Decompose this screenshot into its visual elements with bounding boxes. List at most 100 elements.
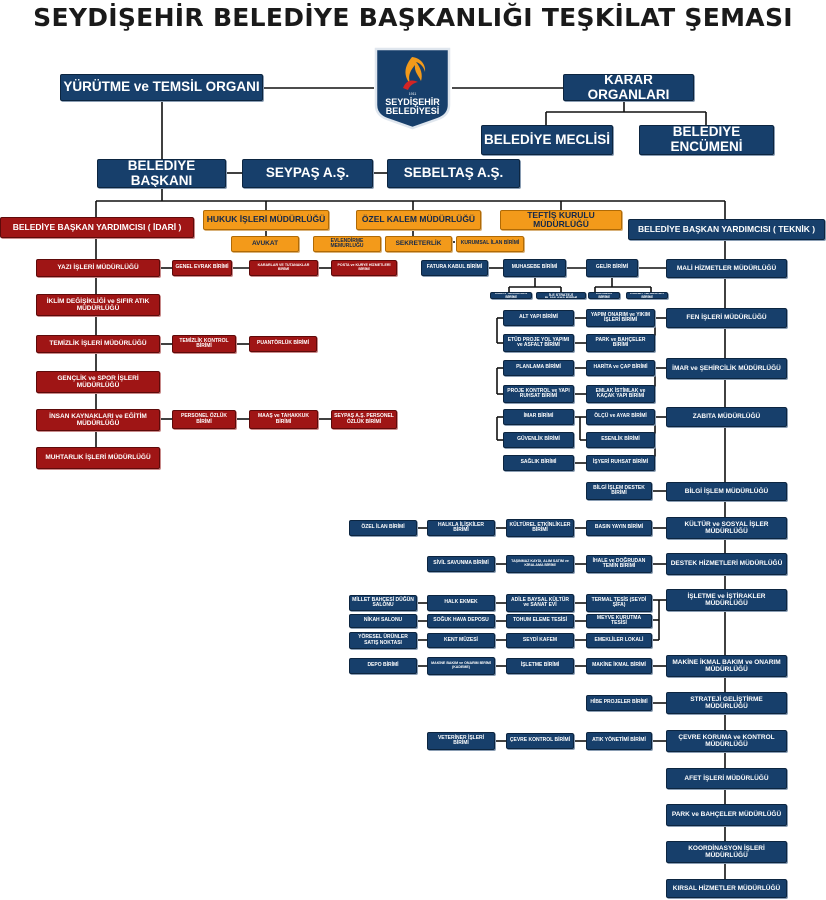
teftis-box: TEFTİŞ KURULU MÜDÜRLÜĞÜ: [500, 210, 622, 230]
strateji-box: STRATEJİ GELİŞTİRME MÜDÜRLÜĞÜ: [666, 692, 787, 714]
soguk-box: SOĞUK HAVA DEPOSU: [427, 614, 495, 628]
millet-box: MİLLET BAHÇESİ DÜĞÜN SALONU: [349, 595, 417, 611]
meyve-box: MEYVE KURUTMA TESİSİ: [586, 614, 652, 628]
genclik-box: GENÇLİK ve SPOR İŞLERİ MÜDÜRLÜĞÜ: [36, 371, 160, 393]
emlak-tahakkuk-box: EMLAK TAHAKKUK BİRİMİ: [626, 292, 668, 299]
tasinmaz-box: TAŞINMAZ KAYDI, ALIM SATIM ve KİRALAMA B…: [506, 555, 574, 573]
hibe-box: HİBE PROJELER BİRİMİ: [586, 695, 652, 711]
logo-year: 1911: [409, 92, 417, 96]
kurumsal-box: KURUMSAL İLAN BİRİMİ: [456, 236, 524, 252]
destek-box: DESTEK HİZMETLERİ MÜDÜRLÜĞÜ: [666, 553, 787, 575]
sivil-box: SİVİL SAVUNMA BİRİMİ: [427, 556, 495, 572]
makine-bakim-box: MAKİNE BAKIM ve ONARIM BİRİMİ (KADEME): [427, 657, 495, 675]
avukat-box: AVUKAT: [231, 236, 299, 252]
cevre-box: ÇEVRE KORUMA ve KONTROL MÜDÜRLÜĞÜ: [666, 730, 787, 752]
imar-box: İMAR ve ŞEHİRCİLİK MÜDÜRLÜĞÜ: [666, 358, 787, 379]
isyeri-box: İŞYERİ RUHSAT BİRİMİ: [586, 455, 655, 471]
koordinasyon-box: KOORDİNASYON İŞLERİ MÜDÜRLÜĞÜ: [666, 841, 787, 863]
sebeltas-box: SEBELTAŞ A.Ş.: [387, 159, 520, 188]
cevre-kontrol-box: ÇEVRE KONTROL BİRİMİ: [506, 733, 574, 749]
afet-box: AFET İŞLERİ MÜDÜRLÜĞÜ: [666, 768, 787, 789]
logo-line-1: SEYDİŞEHİR: [385, 97, 440, 107]
kirsal-box: KIRSAL HİZMETLER MÜDÜRLÜĞÜ: [666, 879, 787, 898]
sekreterlik-box: SEKRETERLİK: [385, 236, 452, 252]
ozel-ilan-box: ÖZEL İLAN BİRİMİ: [349, 520, 417, 536]
altyapi-box: ALT YAPI BİRİMİ: [503, 310, 574, 326]
logo-line-2: BELEDİYESİ: [385, 106, 440, 117]
puantorluk-box: PUANTÖRLÜK BİRİMİ: [249, 336, 317, 352]
baskan-box: BELEDİYE BAŞKANI: [97, 159, 226, 188]
isletme-box: İŞLETME ve İŞTİRAKLER MÜDÜRLÜĞÜ: [666, 589, 787, 611]
atik-box: ATIK YÖNETİMİ BİRİMİ: [586, 732, 652, 750]
gider-box: GİDER TAHAKKUK BİRİMİ: [490, 292, 532, 299]
halkla-box: HALKLA İLİŞKİLER BİRİMİ: [427, 520, 495, 536]
kultur-box: KÜLTÜR ve SOSYAL İŞLER MÜDÜRLÜĞÜ: [666, 517, 787, 539]
evlendirme-box: EVLENDİRME MEMURLUĞU: [313, 236, 381, 252]
maas-box: MAAŞ ve TAHAKKUK BİRİMİ: [249, 410, 318, 429]
ozelkalem-box: ÖZEL KALEM MÜDÜRLÜĞÜ: [356, 210, 481, 230]
bilgi-destek-box: BİLGİ İŞLEM DESTEK BİRİMİ: [586, 482, 652, 500]
makine-box: MAKİNE İKMAL BAKIM ve ONARIM MÜDÜRLÜĞÜ: [666, 655, 787, 677]
isletme-birimi-box: İŞLETME BİRİMİ: [506, 658, 574, 674]
yapim-box: YAPIM ONARIM ve YIKIM İŞLERİ BİRİMİ: [586, 309, 655, 327]
yazi-box: YAZI İŞLERİ MÜDÜRLÜĞÜ: [36, 259, 160, 277]
guvenlik-box: GÜVENLİK BİRİMİ: [503, 432, 574, 448]
hukuk-box: HUKUK İŞLERİ MÜDÜRLÜĞÜ: [203, 210, 329, 230]
kulturel-box: KÜLTÜREL ETKİNLİKLER BİRİMİ: [506, 519, 574, 537]
iklim-box: İKLİM DEĞİŞİKLİĞİ ve SIFIR ATIK MÜDÜRLÜĞ…: [36, 294, 160, 316]
muhtarlik-box: MUHTARLIK İŞLERİ MÜDÜRLÜĞÜ: [36, 447, 160, 469]
idari-head: BELEDİYE BAŞKAN YARDIMCISI ( İDARİ ): [0, 217, 194, 238]
planlama-box: PLANLAMA BİRİMİ: [503, 360, 574, 376]
saglik-box: SAĞLIK BİRİMİ: [503, 455, 574, 471]
adile-box: ADİLE BAYSAL KÜLTÜR ve SANAT EVİ: [506, 594, 574, 612]
insan-box: İNSAN KAYNAKLARI ve EĞİTİM MÜDÜRLÜĞÜ: [36, 409, 160, 431]
fen-box: FEN İŞLERİ MÜDÜRLÜĞÜ: [666, 308, 787, 328]
olcu-box: ÖLÇÜ ve AYAR BİRİMİ: [586, 409, 655, 425]
butce-box: BÜTÇE ve KESİN HESAP İLE STRATEJİ PLANLA…: [536, 292, 586, 299]
halk-ekmek-box: HALK EKMEK: [427, 595, 495, 611]
temizlik-kontrol-box: TEMİZLİK KONTROL BİRİMİ: [172, 335, 236, 353]
nikah-box: NİKAH SALONU: [349, 614, 417, 628]
basin-box: BASIN YAYIN BİRİMİ: [586, 520, 652, 536]
meclis-box: BELEDİYE MECLİSİ: [481, 125, 613, 155]
termal-box: TERMAL TESİS (SEYDİ ŞİFA): [586, 594, 652, 612]
seypas-box: SEYPAŞ A.Ş.: [242, 159, 373, 188]
logo-text: SEYDİŞEHİR BELEDİYESİ: [372, 97, 453, 117]
temizlik-box: TEMİZLİK İŞLERİ MÜDÜRLÜĞÜ: [36, 335, 160, 353]
tohum-box: TOHUM ELEME TESİSİ: [506, 614, 574, 628]
personel-box: PERSONEL ÖZLÜK BİRİMİ: [172, 410, 236, 429]
seypas-personel-box: SEYPAŞ A.Ş. PERSONEL ÖZLÜK BİRİMİ: [331, 410, 397, 429]
karar-box: KARAR ORGANLARI: [563, 74, 694, 101]
genel-evrak-box: GENEL EVRAK BİRİMİ: [172, 260, 232, 276]
makine-ikmal-box: MAKİNE İKMAL BİRİMİ: [586, 658, 652, 674]
seydisehir-logo: 1911: [374, 47, 451, 130]
kent-box: KENT MÜZESİ: [427, 633, 495, 648]
kararlar-box: KARARLAR VE TUTANAKLAR BİRİMİ: [249, 260, 318, 276]
teknik-head: BELEDİYE BAŞKAN YARDIMCISI ( TEKNİK ): [628, 219, 825, 240]
etud-box: ETÜD PROJE YOL YAPIMI ve ASFALT BİRİMİ: [503, 334, 574, 352]
ihale-box: İHALE ve DOĞRUDAN TEMİN BİRİMİ: [586, 555, 652, 573]
proje-kontrol-box: PROJE KONTROL ve YAPI RUHSAT BİRİMİ: [503, 385, 574, 403]
park-birimi-box: PARK ve BAHÇELER BİRİMİ: [586, 334, 655, 352]
depo-box: DEPO BİRİMİ: [349, 658, 417, 674]
fatura-box: FATURA KABUL BİRİMİ: [421, 260, 488, 276]
page-title: SEYDİŞEHİR BELEDİYE BAŞKANLIĞI TEŞKİLAT …: [33, 3, 793, 32]
yurutme-box: YÜRÜTME ve TEMSİL ORGANI: [60, 74, 263, 101]
imar-birimi-box: İMAR BİRİMİ: [503, 409, 574, 425]
tahsilat-box: TAHSİLAT BİRİMİ: [588, 292, 620, 299]
seydi-box: SEYDİ KAFEM: [506, 633, 574, 648]
posta-box: POSTA ve KURYE HİZMETLERİ BİRİMİ: [331, 260, 397, 276]
harita-box: HARİTA ve ÇAP BİRİMİ: [586, 360, 655, 376]
emekliler-box: EMEKLİLER LOKALİ: [586, 633, 652, 648]
mali-box: MALİ HİZMETLER MÜDÜRLÜĞÜ: [666, 259, 787, 278]
yoresel-box: YÖRESEL ÜRÜNLER SATIŞ NOKTASI: [349, 632, 417, 649]
esenlik-box: ESENLİK BİRİMİ: [586, 432, 655, 448]
emlak-istimlak-box: EMLAK İSTİMLAK ve KAÇAK YAPI BİRİMİ: [586, 385, 655, 403]
park-box: PARK ve BAHÇELER MÜDÜRLÜĞÜ: [666, 804, 787, 826]
veteriner-box: VETERİNER İŞLERİ BİRİMİ: [427, 732, 495, 750]
muhasebe-box: MUHASEBE BİRİMİ: [503, 259, 566, 277]
bilgi-box: BİLGİ İŞLEM MÜDÜRLÜĞÜ: [666, 482, 787, 501]
gelir-box: GELİR BİRİMİ: [586, 259, 638, 277]
zabita-box: ZABITA MÜDÜRLÜĞÜ: [666, 407, 787, 427]
encumen-box: BELEDİYE ENCÜMENİ: [639, 125, 774, 155]
